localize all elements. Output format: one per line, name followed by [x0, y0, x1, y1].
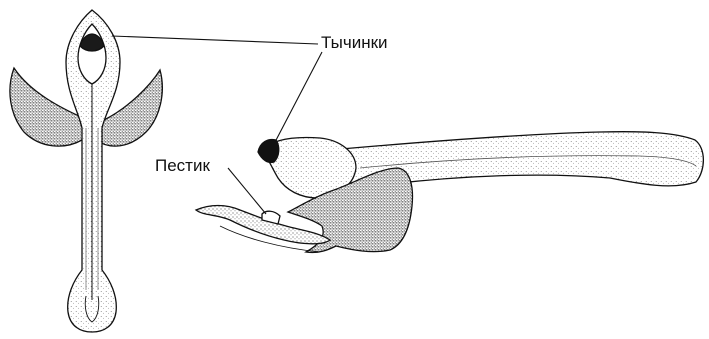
front-view-flower [10, 10, 162, 332]
stamens-label: Тычинки [321, 34, 388, 51]
leader-stamens-left [112, 36, 318, 44]
leader-stamens-right [274, 52, 322, 144]
side-view-flower [196, 132, 703, 253]
side-anther [258, 140, 279, 163]
pistil-label: Пестик [155, 157, 210, 174]
